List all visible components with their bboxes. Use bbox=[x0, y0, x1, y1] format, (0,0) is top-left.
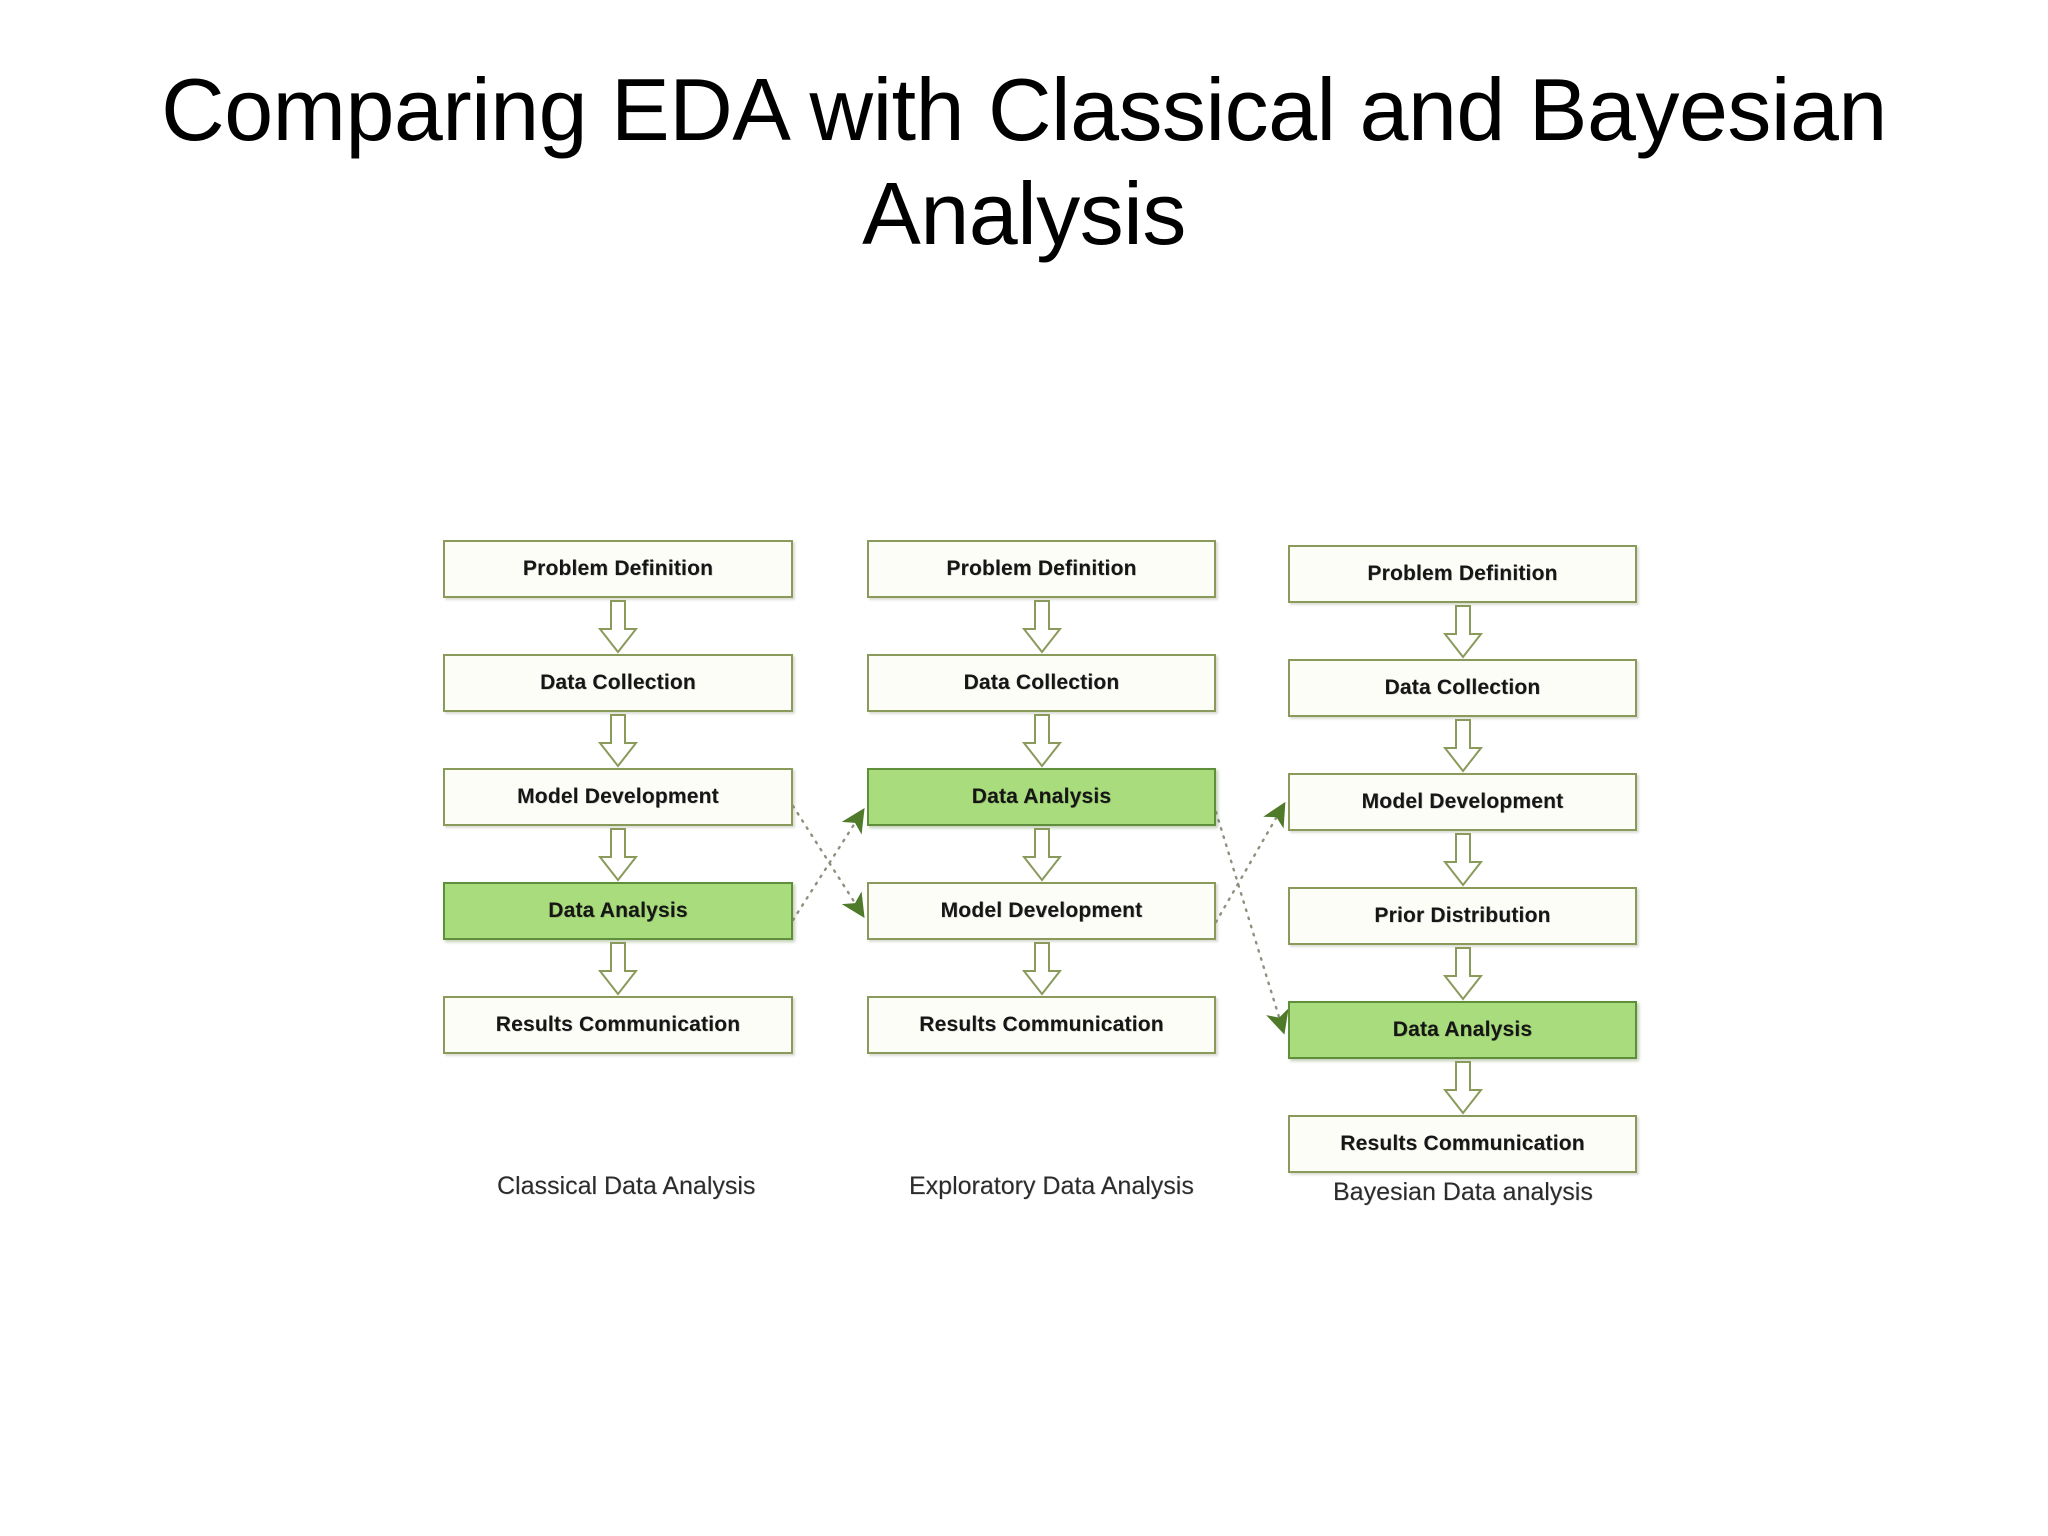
down-arrow-icon bbox=[1021, 713, 1063, 769]
flow-node-classical-results-communication: Results Communication bbox=[443, 996, 793, 1054]
flow-node-classical-data-collection: Data Collection bbox=[443, 654, 793, 712]
flow-node-label: Problem Definition bbox=[946, 557, 1137, 580]
page-title-line-1: Comparing EDA with Classical and Bayesia… bbox=[161, 60, 1887, 159]
flow-node-classical-model-development: Model Development bbox=[443, 768, 793, 826]
flow-node-label: Problem Definition bbox=[1367, 562, 1558, 585]
flow-column-caption-bayesian: Bayesian Data analysis bbox=[1333, 1178, 1593, 1206]
flow-node-exploratory-problem-definition: Problem Definition bbox=[867, 540, 1216, 598]
flow-node-exploratory-data-analysis: Data Analysis bbox=[867, 768, 1216, 826]
flow-node-bayesian-data-collection: Data Collection bbox=[1288, 659, 1637, 717]
flow-node-label: Data Analysis bbox=[548, 899, 688, 922]
cross-link-exploratory-model-to-bayesian-model bbox=[1214, 801, 1286, 924]
flow-column-caption-exploratory: Exploratory Data Analysis bbox=[909, 1172, 1194, 1200]
flow-node-bayesian-results-communication: Results Communication bbox=[1288, 1115, 1637, 1173]
down-arrow-icon bbox=[1442, 718, 1484, 774]
down-arrow-icon bbox=[597, 599, 639, 655]
flow-node-label: Data Analysis bbox=[1392, 1018, 1533, 1041]
down-arrow-icon bbox=[1442, 946, 1484, 1002]
down-arrow-icon bbox=[1442, 1060, 1484, 1116]
flow-column-caption-classical: Classical Data Analysis bbox=[497, 1172, 756, 1200]
down-arrow-icon bbox=[597, 827, 639, 883]
flow-node-bayesian-model-development: Model Development bbox=[1288, 773, 1637, 831]
down-arrow-icon bbox=[1021, 941, 1063, 997]
flow-node-exploratory-data-collection: Data Collection bbox=[867, 654, 1216, 712]
flow-node-label: Model Development bbox=[1361, 790, 1564, 813]
cross-link-exploratory-analysis-to-bayesian-analysis bbox=[1214, 810, 1289, 1035]
flow-node-label: Problem Definition bbox=[522, 557, 714, 580]
flow-node-bayesian-data-analysis: Data Analysis bbox=[1288, 1001, 1637, 1059]
flow-node-exploratory-model-development: Model Development bbox=[867, 882, 1216, 940]
page-title-line-2: Analysis bbox=[862, 163, 1186, 263]
down-arrow-icon bbox=[597, 941, 639, 997]
flow-node-label: Results Communication bbox=[919, 1013, 1164, 1036]
page-title: Comparing EDA with Classical and Bayesia… bbox=[140, 58, 1908, 266]
down-arrow-icon bbox=[1442, 604, 1484, 660]
flow-node-bayesian-prior-distribution: Prior Distribution bbox=[1288, 887, 1637, 945]
down-arrow-icon bbox=[1021, 599, 1063, 655]
cross-link-classical-model-to-exploratory-model bbox=[791, 804, 865, 919]
down-arrow-icon bbox=[1442, 832, 1484, 888]
flow-node-label: Results Communication bbox=[1340, 1132, 1585, 1155]
flow-node-bayesian-problem-definition: Problem Definition bbox=[1288, 545, 1637, 603]
down-arrow-icon bbox=[1021, 827, 1063, 883]
flow-node-classical-problem-definition: Problem Definition bbox=[443, 540, 793, 598]
flow-node-label: Data Collection bbox=[1384, 676, 1541, 699]
flow-node-label: Results Communication bbox=[495, 1013, 741, 1036]
down-arrow-icon bbox=[597, 713, 639, 769]
flow-node-label: Prior Distribution bbox=[1374, 904, 1551, 927]
flow-node-label: Data Analysis bbox=[971, 785, 1112, 808]
flow-node-classical-data-analysis: Data Analysis bbox=[443, 882, 793, 940]
flow-node-label: Model Development bbox=[517, 785, 719, 808]
flow-node-exploratory-results-communication: Results Communication bbox=[867, 996, 1216, 1054]
cross-link-classical-analysis-to-exploratory-analysis bbox=[791, 807, 865, 922]
flow-node-label: Model Development bbox=[940, 899, 1143, 922]
flow-node-label: Data Collection bbox=[540, 671, 696, 694]
flow-node-label: Data Collection bbox=[963, 671, 1120, 694]
